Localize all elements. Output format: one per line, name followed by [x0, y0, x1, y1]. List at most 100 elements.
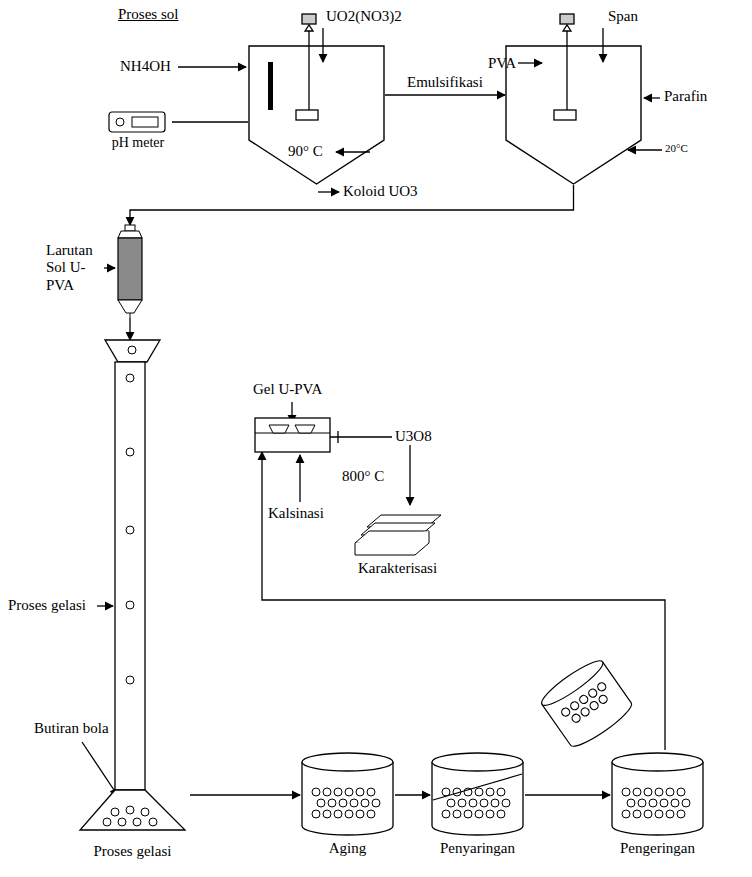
- drawing-part: [497, 788, 505, 796]
- edge-label: U3O8: [392, 428, 435, 445]
- drawing-part: [433, 774, 522, 800]
- flow-arrow: [385, 94, 505, 95]
- filter-vessel: Penyaringan: [430, 750, 525, 860]
- edge-label: Emulsifikasi: [404, 74, 486, 91]
- ph-electrode: [268, 62, 273, 110]
- drawing-part: [644, 810, 652, 818]
- drawing-part: [660, 799, 668, 807]
- drawing-part: [82, 742, 118, 796]
- node-text: Penyaringan: [420, 840, 535, 857]
- drawing-part: [682, 799, 690, 807]
- drawing-part: [367, 788, 375, 796]
- drawing-part: [118, 818, 126, 826]
- drawing-part: [350, 799, 358, 807]
- aging-vessel: Aging: [300, 750, 395, 860]
- callout-label: Span: [608, 8, 638, 25]
- node-text: pH meter: [104, 135, 172, 151]
- drawing-part: [118, 231, 142, 238]
- drawing-part: [518, 62, 542, 63]
- drawing-part: [317, 799, 325, 807]
- flow-arrow: [262, 452, 665, 750]
- drawing-part: [126, 526, 134, 534]
- drawing-part: [115, 362, 145, 790]
- drawing-part: [302, 753, 393, 771]
- drawing-part: [612, 753, 703, 771]
- drawing-part: [633, 810, 641, 818]
- drawing-part: [464, 810, 472, 818]
- drawing-part: [133, 818, 141, 826]
- calcination-furnace-shape: [255, 418, 330, 452]
- drawing-part: [506, 46, 641, 184]
- dryer-icon: [537, 655, 635, 752]
- ph-meter: pH meter: [104, 108, 172, 156]
- drawing-part: [126, 806, 134, 814]
- drawing-part: [622, 788, 630, 796]
- drawing-part: [356, 810, 364, 818]
- drawing-part: [560, 681, 613, 726]
- drawing-part: [130, 313, 131, 318]
- drawing-part: [666, 810, 674, 818]
- drawing-part: [655, 810, 663, 818]
- callout-label: Kalsinasi: [268, 505, 324, 522]
- callout-label: NH4OH: [120, 58, 171, 75]
- drawing-part: [345, 810, 353, 818]
- flow-arrow: [190, 794, 300, 795]
- callout-label: Butiran bola: [34, 720, 109, 737]
- node-text: 90° C: [288, 143, 323, 160]
- drawing-part: [475, 810, 483, 818]
- mixing-tank: 90° C: [248, 45, 385, 185]
- drawing-part: [356, 788, 364, 796]
- gelation-column: Proses gelasi: [75, 340, 190, 870]
- drawing-part: [432, 762, 523, 835]
- drawing-part: [458, 799, 466, 807]
- drawing-part: [578, 694, 589, 705]
- drawing-part: [677, 810, 685, 818]
- drawing-part: [322, 28, 323, 62]
- drawing-part: [345, 788, 353, 796]
- drawing-part: [666, 788, 674, 796]
- node-text: Proses gelasi: [75, 843, 190, 860]
- drawing-part: [475, 788, 483, 796]
- drawing-part: [502, 799, 510, 807]
- drawing-part: [296, 110, 318, 120]
- drawing-part: [486, 788, 494, 796]
- drawing-part: [128, 346, 136, 354]
- drawing-part: [105, 340, 160, 362]
- drawing-part: [249, 46, 384, 184]
- drawing-part: [323, 810, 331, 818]
- drawing-part: [339, 799, 347, 807]
- drawing-part: [491, 799, 499, 807]
- drawing-part: [560, 707, 571, 718]
- drawing-part: [361, 799, 369, 807]
- emulsion-tank-shape: [505, 45, 642, 185]
- drawing-part: [537, 655, 607, 711]
- drawing-part: [149, 818, 157, 826]
- drawing-part: [644, 97, 660, 98]
- drawing-part: [560, 14, 574, 24]
- drawing-part: [302, 762, 393, 835]
- drawing-part: [442, 810, 450, 818]
- drawing-part: [80, 790, 185, 830]
- drawing-part: [299, 455, 300, 502]
- drawing-part: [372, 799, 380, 807]
- drying-vessel: Pengeringan: [610, 750, 705, 860]
- drawing-part: [554, 110, 576, 120]
- drawing-part: [328, 799, 336, 807]
- callout-label: UO2(NO3)2: [326, 8, 402, 25]
- node-text: Aging: [300, 840, 395, 857]
- drawing-part: [97, 605, 113, 606]
- drawing-part: [480, 799, 488, 807]
- drawing-part: [447, 799, 455, 807]
- drawing-part: [589, 700, 600, 711]
- drawing-part: [118, 300, 142, 313]
- drawing-part: [469, 799, 477, 807]
- node-text: Pengeringan: [598, 840, 717, 857]
- callout-label: Parafin: [664, 88, 707, 105]
- drawing-part: [104, 267, 115, 268]
- drawing-part: [302, 14, 316, 24]
- drawing-part: [671, 799, 679, 807]
- drawing-part: [587, 688, 598, 699]
- drawing-part: [580, 706, 591, 717]
- drawing-part: [569, 700, 580, 711]
